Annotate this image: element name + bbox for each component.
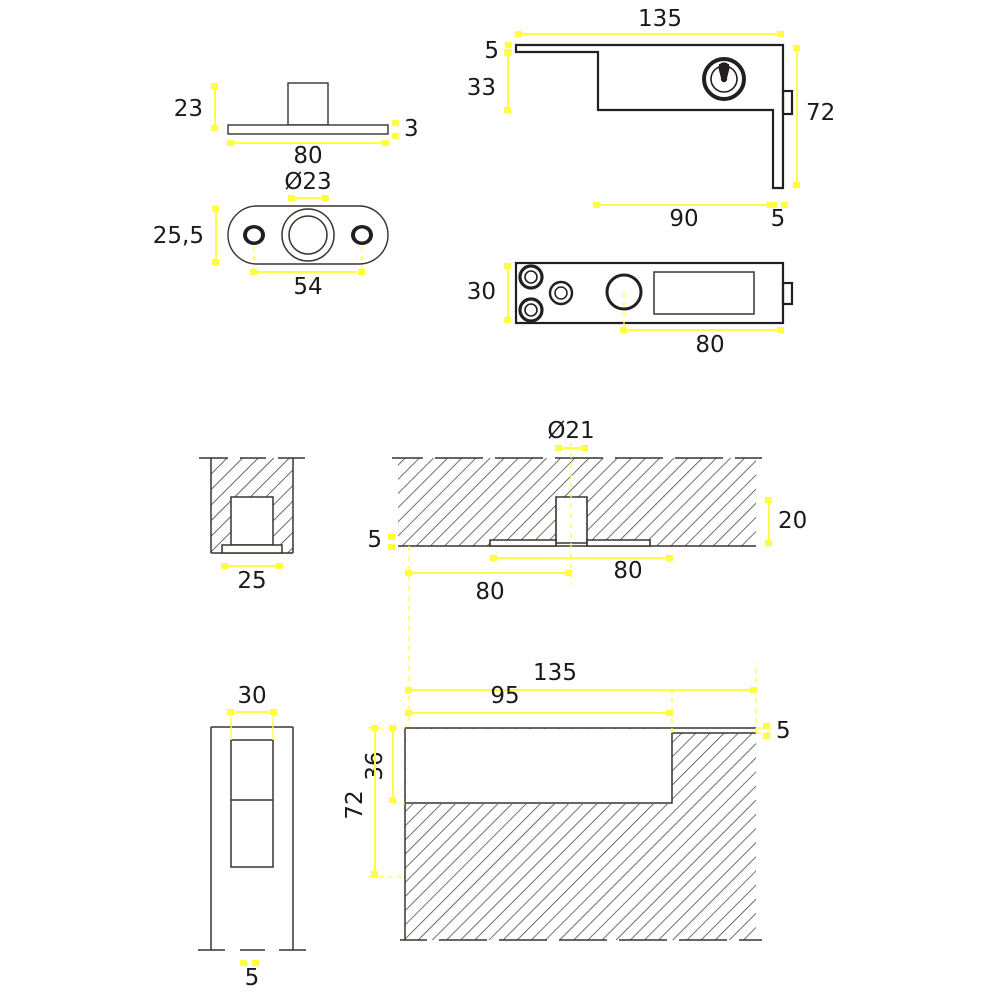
rosette-outline bbox=[227, 205, 389, 265]
dim-95: 95 bbox=[405, 683, 673, 716]
view-escutcheon-face: Ø23 25,5 54 bbox=[153, 169, 389, 300]
channel-section-hatch bbox=[211, 458, 293, 553]
dim-80-plate-width: 80 bbox=[227, 140, 389, 169]
dim-label-80-upper: 80 bbox=[613, 558, 642, 584]
escutcheon-plate bbox=[227, 124, 389, 135]
view-lock-body-side: 135 5 33 72 90 bbox=[467, 6, 836, 232]
rosette-screw-hole-right-bore bbox=[355, 228, 369, 242]
dim-dia21: Ø21 bbox=[547, 418, 595, 451]
dim-135-top: 135 bbox=[515, 6, 784, 37]
dim-label-54: 54 bbox=[293, 274, 322, 300]
dim-label-90: 90 bbox=[669, 206, 698, 232]
dim-30-jamb: 30 bbox=[227, 683, 277, 740]
dim-72-vertical: 72 bbox=[793, 45, 835, 188]
dim-dia23: Ø23 bbox=[284, 169, 332, 201]
dim-20-depth: 20 bbox=[765, 497, 807, 546]
dim-80-mortise-lower: 80 bbox=[405, 546, 572, 730]
dim-label-80-plate: 80 bbox=[293, 143, 322, 169]
keyhole-key-head bbox=[719, 64, 729, 68]
dim-label-dia21: Ø21 bbox=[547, 418, 594, 444]
dim-label-23: 23 bbox=[174, 96, 203, 122]
dim-label-3: 3 bbox=[404, 116, 419, 142]
dim-54-hole-spacing: 54 bbox=[250, 246, 365, 300]
dim-25-5-height: 25,5 bbox=[153, 206, 219, 265]
dim-label-80-lower: 80 bbox=[475, 579, 504, 605]
dim-label-20: 20 bbox=[778, 508, 807, 534]
dim-5-jamb: 5 bbox=[240, 960, 259, 991]
channel-cavity-shelf bbox=[221, 544, 283, 554]
faceplate-center-pin-hole-inner bbox=[554, 286, 568, 300]
jamb-pocket-outline bbox=[230, 739, 274, 868]
mortise-shelf-left bbox=[489, 539, 557, 547]
rosette-screw-hole-left-bore bbox=[247, 228, 261, 242]
dim-label-30-faceplate: 30 bbox=[467, 279, 496, 305]
view-escutcheon-side-elevation: 23 3 80 bbox=[174, 82, 419, 169]
dim-33-vertical: 33 bbox=[467, 49, 511, 113]
view-mortise-section-top: Ø21 20 5 80 80 bbox=[367, 418, 807, 730]
view-channel-section: 25 bbox=[199, 457, 305, 594]
dim-label-72-right: 72 bbox=[806, 100, 835, 126]
dim-label-5-jamb: 5 bbox=[245, 965, 260, 991]
dim-3-thickness: 3 bbox=[392, 116, 419, 142]
rosette-center-hole-outer bbox=[281, 208, 335, 262]
escutcheon-boss bbox=[287, 82, 329, 126]
dim-label-33: 33 bbox=[467, 75, 496, 101]
dim-label-30-jamb: 30 bbox=[237, 683, 266, 709]
faceplate-right-tab bbox=[781, 281, 794, 306]
dim-72-lower: 72 bbox=[342, 725, 402, 878]
dim-label-135-top: 135 bbox=[638, 6, 682, 32]
dim-label-25-5: 25,5 bbox=[153, 223, 204, 249]
dim-label-95: 95 bbox=[490, 683, 519, 709]
dim-25-channel: 25 bbox=[221, 563, 283, 594]
dim-label-80-faceplate: 80 bbox=[695, 332, 724, 358]
dim-label-135-lower: 135 bbox=[533, 660, 577, 686]
view-jamb-narrow: 30 5 bbox=[198, 683, 306, 991]
faceplate-screw-hole-bottom-inner bbox=[524, 303, 538, 317]
dim-label-5-jamb-right: 5 bbox=[776, 718, 791, 744]
mortise-section-hatch bbox=[398, 458, 756, 546]
dim-30-faceplate: 30 bbox=[467, 263, 511, 323]
view-faceplate-plan: 30 80 bbox=[467, 261, 794, 358]
dim-label-72-lower: 72 bbox=[342, 790, 368, 819]
faceplate-latch-slot bbox=[653, 271, 755, 315]
dim-5-bottom-right: 5 bbox=[770, 202, 788, 232]
dim-label-dia23: Ø23 bbox=[284, 169, 331, 195]
dim-label-5-mortise: 5 bbox=[367, 527, 382, 553]
channel-cavity bbox=[230, 496, 274, 546]
lock-body-right-tab bbox=[781, 89, 794, 116]
dim-80-faceplate: 80 bbox=[620, 292, 784, 358]
dim-label-25: 25 bbox=[237, 568, 266, 594]
dim-label-5-right: 5 bbox=[771, 206, 786, 232]
dim-23-vertical: 23 bbox=[174, 83, 218, 131]
dim-label-5-top: 5 bbox=[484, 38, 499, 64]
dim-5-jamb-right: 5 bbox=[756, 718, 791, 744]
dim-135-lower: 135 bbox=[405, 660, 757, 693]
dim-5-mortise-left: 5 bbox=[367, 527, 395, 553]
jamb-section-hatch-block bbox=[405, 728, 756, 940]
faceplate-screw-hole-top-inner bbox=[524, 270, 538, 284]
dim-80-mortise-upper: 80 bbox=[490, 555, 673, 584]
view-jamb-mortise-section: 135 95 5 36 bbox=[342, 660, 791, 941]
jamb-mortise-step-profile bbox=[405, 732, 756, 804]
rosette-center-hole-inner bbox=[288, 215, 328, 255]
mortise-shelf-right bbox=[586, 539, 651, 547]
jamb-mortise-cavity-upper bbox=[406, 729, 672, 803]
